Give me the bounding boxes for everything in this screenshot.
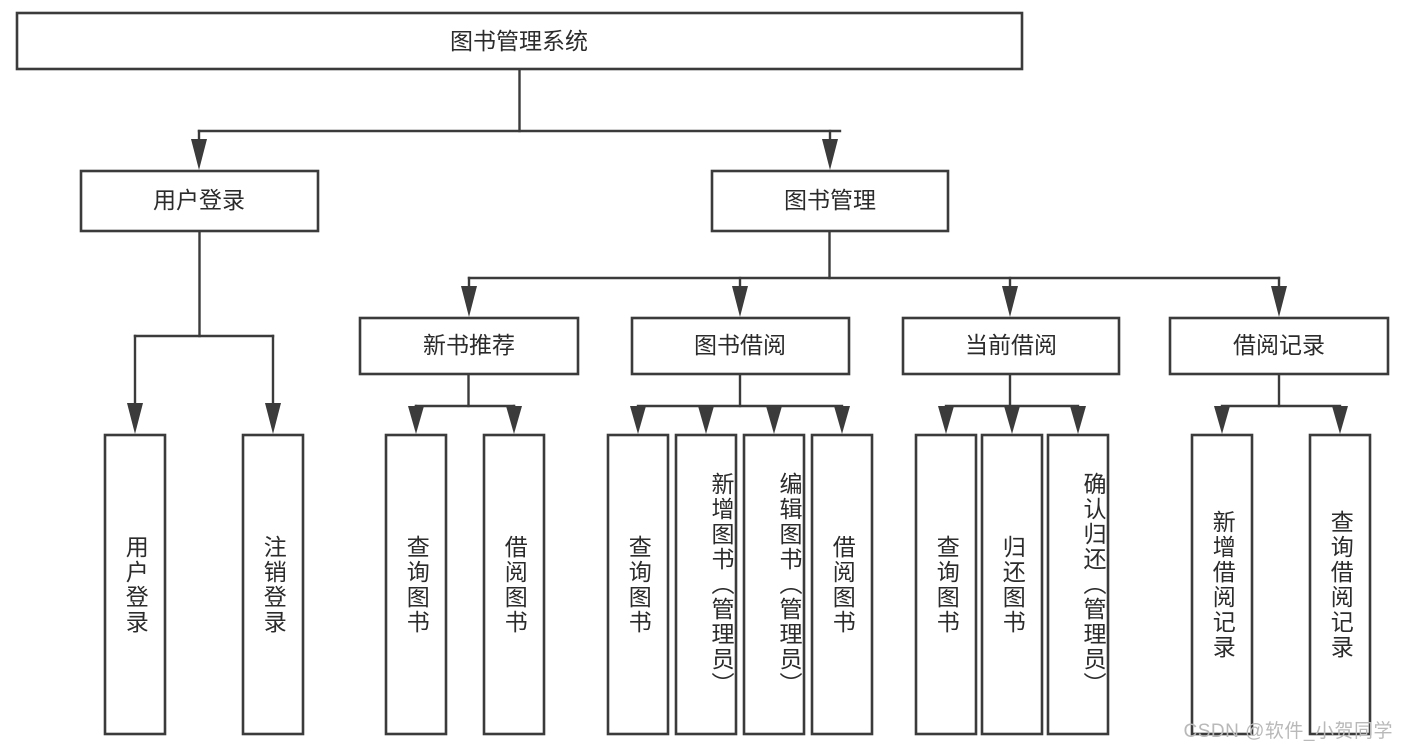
node-book-manage-box[interactable] — [710, 169, 950, 233]
connector-group-borrow-record — [1214, 372, 1348, 434]
arrow-head-leaf-user-login — [127, 403, 143, 434]
node-book-borrow-label: 图书借阅 — [694, 332, 786, 358]
node-new-book-rec-label: 新书推荐 — [423, 332, 515, 358]
node-leaf-edit-book-box[interactable] — [742, 433, 806, 736]
connector-group-user-login — [127, 229, 281, 434]
node-leaf-confirm-return-box[interactable] — [1046, 433, 1110, 736]
arrow-head-leaf-user-logout — [265, 403, 281, 434]
node-borrow-record-box[interactable] — [1168, 316, 1390, 376]
node-leaf-borrow-book-box[interactable] — [810, 433, 874, 736]
node-book-borrow-box[interactable] — [630, 316, 851, 376]
node-leaf-user-login-box[interactable] — [103, 433, 167, 736]
node-root-box[interactable] — [15, 11, 1024, 71]
node-book-borrow[interactable]: 图书借阅 — [630, 316, 851, 376]
connector-group-book-borrow — [630, 372, 850, 434]
csdn-watermark: CSDN @软件_小贺同学 — [1183, 721, 1393, 742]
node-leaf-query-book-borrow-box[interactable] — [606, 433, 670, 736]
node-leaf-user-logout-box[interactable] — [241, 433, 305, 736]
connector-group-current-borrow — [938, 372, 1086, 434]
node-user-login-box[interactable] — [79, 169, 320, 233]
node-current-borrow-label: 当前借阅 — [965, 332, 1057, 358]
connector-group-root — [191, 67, 842, 170]
arrow-head-leaf-add-book — [698, 406, 714, 434]
arrow-head-book-borrow — [732, 286, 748, 317]
arrow-head-leaf-edit-book — [766, 406, 782, 434]
node-leaf-query-book-rec-box[interactable] — [384, 433, 448, 736]
arrow-head-leaf-query-record — [1332, 406, 1348, 434]
connector-group-book-manage — [461, 229, 1287, 317]
arrow-head-leaf-query-book-borrow — [630, 406, 646, 434]
node-borrow-record[interactable]: 借阅记录 — [1168, 316, 1390, 376]
arrow-head-current-borrow — [1002, 286, 1018, 317]
arrow-head-leaf-borrow-book — [834, 406, 850, 434]
node-root-label: 图书管理系统 — [450, 28, 588, 54]
node-root[interactable]: 图书管理系统 — [15, 11, 1024, 71]
node-borrow-record-label: 借阅记录 — [1233, 332, 1325, 358]
node-leaf-add-book-box[interactable] — [674, 433, 738, 736]
arrow-head-new-book-rec — [461, 286, 477, 317]
arrow-head-leaf-borrow-book-rec — [506, 406, 522, 434]
node-leaf-return-book-box[interactable] — [980, 433, 1044, 736]
arrow-head-leaf-add-record — [1214, 406, 1230, 434]
node-leaf-add-record-box[interactable] — [1190, 433, 1254, 736]
node-book-manage-label: 图书管理 — [784, 187, 876, 213]
arrow-head-leaf-query-book-cur — [938, 406, 954, 434]
node-book-manage[interactable]: 图书管理 — [710, 169, 950, 233]
arrow-head-leaf-query-book-rec — [408, 406, 424, 434]
node-leaf-borrow-book-rec-box[interactable] — [482, 433, 546, 736]
arrow-head-borrow-record — [1271, 286, 1287, 317]
arrow-head-leaf-return-book — [1004, 406, 1020, 434]
arrow-head-user-login — [191, 139, 207, 170]
node-new-book-rec-box[interactable] — [358, 316, 580, 376]
arrow-head-leaf-confirm-return — [1070, 406, 1086, 434]
node-leaf-query-book-cur-box[interactable] — [914, 433, 978, 736]
connector-group-new-book-rec — [408, 372, 522, 434]
node-user-login-label: 用户登录 — [153, 187, 245, 213]
node-current-borrow-box[interactable] — [901, 316, 1121, 376]
node-user-login[interactable]: 用户登录 — [79, 169, 320, 233]
node-current-borrow[interactable]: 当前借阅 — [901, 316, 1121, 376]
node-new-book-rec[interactable]: 新书推荐 — [358, 316, 580, 376]
node-leaf-query-record-box[interactable] — [1308, 433, 1372, 736]
arrow-head-book-manage — [822, 139, 838, 170]
